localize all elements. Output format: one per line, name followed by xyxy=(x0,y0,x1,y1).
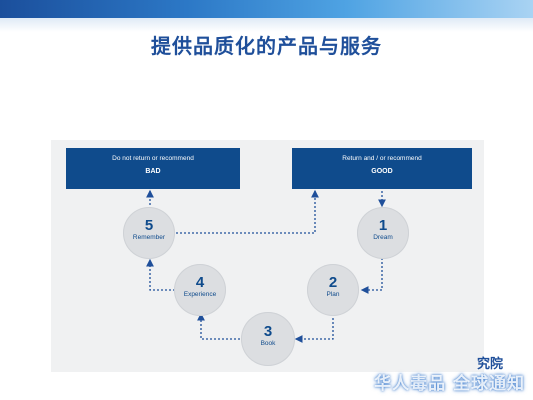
connector-experience-to-remember xyxy=(146,258,175,291)
outcome-good-box: Return and / or recommend GOOD xyxy=(292,148,472,189)
stage-experience-label: Experience xyxy=(183,291,217,298)
stage-remember-label: Remember xyxy=(132,234,166,241)
stage-book-number: 3 xyxy=(263,323,273,340)
institute-logo-text: 究院 xyxy=(476,357,503,372)
connector-dream-to-plan xyxy=(360,258,383,294)
outcome-bad-label: BAD xyxy=(145,168,161,175)
stage-book-label: Book xyxy=(260,340,276,347)
outcome-bad-caption: Do not return or recommend xyxy=(112,155,194,162)
header-fade xyxy=(0,18,533,32)
outcome-good-label: GOOD xyxy=(371,168,393,175)
connector-lines xyxy=(146,189,386,343)
watermark-text: 华人毒品 全球通知 xyxy=(374,374,525,394)
outcome-good-caption: Return and / or recommend xyxy=(342,155,422,162)
stage-plan-label: Plan xyxy=(326,291,340,298)
stage-plan: 2 Plan xyxy=(307,264,359,316)
journey-diagram-panel: Do not return or recommend BAD Return an… xyxy=(51,140,484,372)
connector-book-to-experience xyxy=(197,312,240,340)
header-band xyxy=(0,0,533,18)
connector-plan-to-book xyxy=(294,314,334,343)
stage-book: 3 Book xyxy=(241,312,295,366)
stage-remember-number: 5 xyxy=(144,217,154,234)
stage-plan-number: 2 xyxy=(328,274,338,291)
stage-dream-number: 1 xyxy=(378,217,388,234)
stage-experience: 4 Experience xyxy=(174,264,226,316)
stage-dream-label: Dream xyxy=(373,234,393,241)
connector-remember-to-good xyxy=(176,189,319,234)
slide-title: 提供品质化的产品与服务 xyxy=(151,34,382,58)
stage-experience-number: 4 xyxy=(195,274,205,291)
stage-dream: 1 Dream xyxy=(357,207,409,259)
outcome-bad-box: Do not return or recommend BAD xyxy=(66,148,240,189)
stage-remember: 5 Remember xyxy=(123,207,175,259)
